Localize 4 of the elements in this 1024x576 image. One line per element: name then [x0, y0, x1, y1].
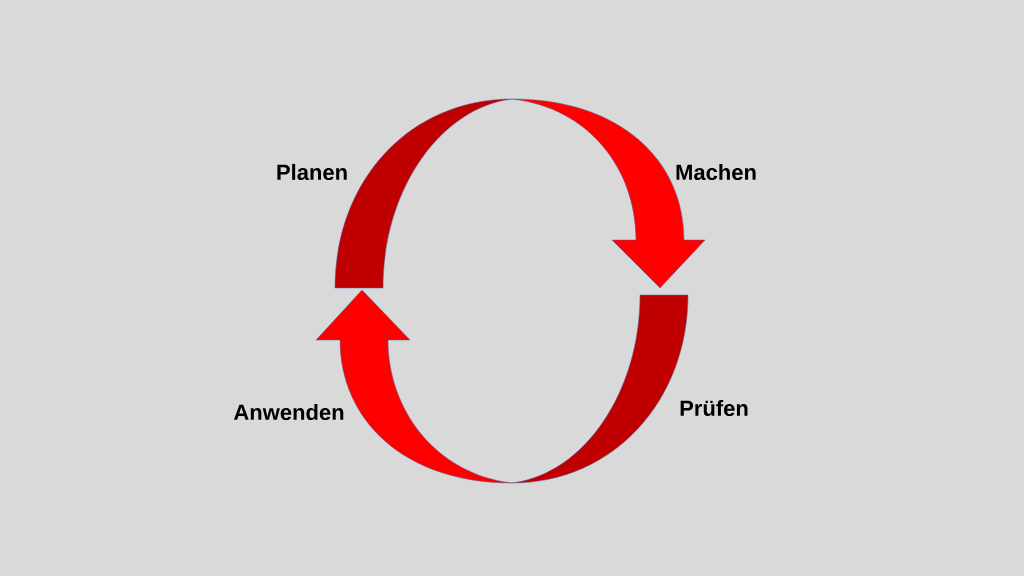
step-label: Machen — [676, 163, 756, 181]
step-label: Anwenden — [233, 403, 344, 421]
step-label: Prüfen — [680, 399, 748, 417]
step-label: Planen — [277, 163, 347, 181]
